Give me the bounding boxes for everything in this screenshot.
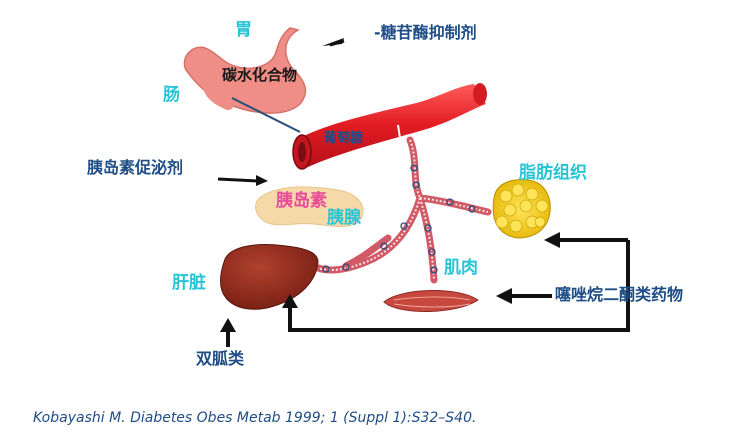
glucosidase-inhibitor-label: -糖苷酶抑制剂: [374, 23, 477, 42]
muscle-shape: [383, 289, 479, 313]
muscle-label: 肌肉: [444, 258, 478, 278]
insulin-label: 胰岛素: [276, 191, 327, 211]
glucose-markers: [322, 164, 476, 274]
glucose-label: 葡萄糖: [324, 131, 364, 146]
blood-vessel: [292, 83, 487, 170]
stomach-label: 胃: [235, 20, 252, 40]
carbohydrate-label: 碳水化合物: [222, 66, 298, 84]
stomach-shape: [183, 27, 307, 114]
adipose-shape: [492, 179, 551, 239]
secretagogue-label: 胰岛素促泌剂: [87, 158, 184, 177]
biguanide-label: 双胍类: [196, 349, 245, 368]
intestine-label: 肠: [163, 85, 180, 105]
liver-label: 肝脏: [172, 273, 206, 293]
liver-shape: [220, 244, 319, 310]
intestine-line: [231, 97, 301, 133]
adipose-label: 脂肪组织: [519, 163, 587, 183]
citation: Kobayashi M. Diabetes Obes Metab 1999; 1…: [33, 410, 477, 426]
pancreas-shape: [255, 186, 364, 227]
thiazolidinedione-label: 噻唑烷二酮类药物: [555, 285, 684, 304]
tzd-arrows: [282, 232, 630, 332]
pancreas-label: 胰腺: [327, 208, 361, 228]
drug-arrows: [217, 38, 345, 347]
glucose-flow-arrow: [397, 124, 401, 139]
